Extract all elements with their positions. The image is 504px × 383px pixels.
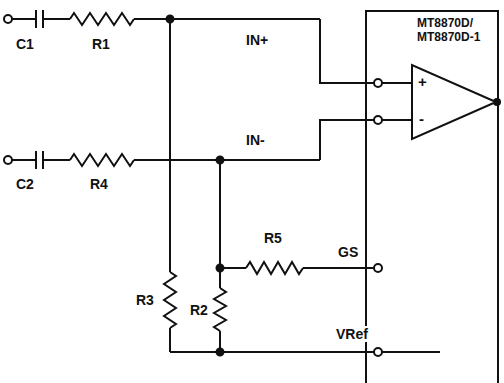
part-number: MT8870D/ MT8870D-1 xyxy=(417,16,493,44)
component-label: C1 xyxy=(14,36,36,52)
pin-name: GS xyxy=(336,244,360,260)
component-label: C2 xyxy=(14,176,36,192)
opamp-triangle: +- xyxy=(410,63,498,141)
pin-name: IN- xyxy=(244,132,267,148)
component-label: R5 xyxy=(262,230,284,246)
pin-name: VRef xyxy=(334,326,370,342)
ic-package: MT8870D/ MT8870D-1+- xyxy=(365,10,499,383)
pin-name: IN+ xyxy=(244,32,270,48)
component-label: R2 xyxy=(188,302,210,318)
component-label: R4 xyxy=(88,176,110,192)
minus-input-sign: - xyxy=(419,111,424,126)
component-label: R3 xyxy=(134,292,156,308)
component-label: R1 xyxy=(90,36,112,52)
plus-input-sign: + xyxy=(418,74,427,89)
